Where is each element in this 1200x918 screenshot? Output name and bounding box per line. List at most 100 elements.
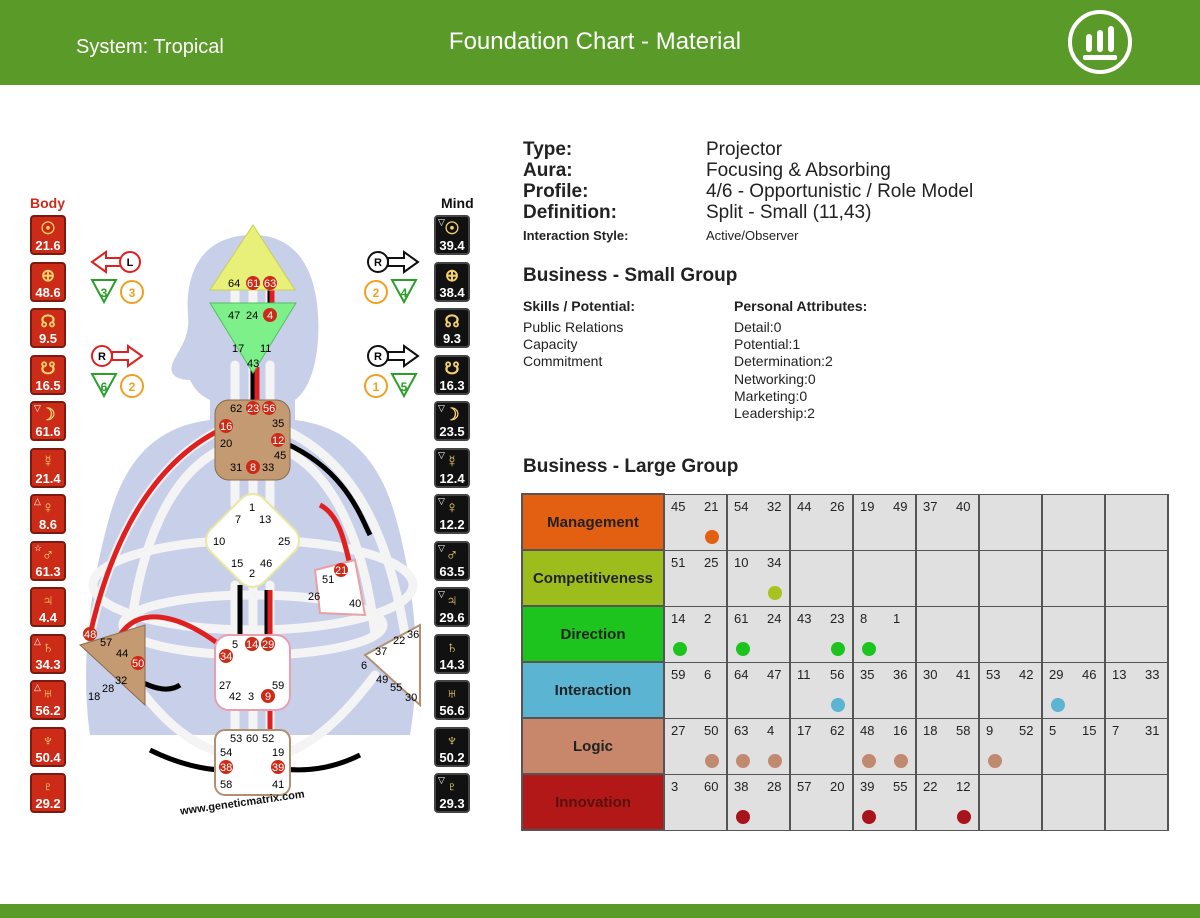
gate-pair-cell — [978, 549, 1043, 607]
gate: 45 — [274, 450, 286, 462]
svg-text:6: 6 — [101, 380, 108, 394]
planet-gate-value: 50.2 — [439, 749, 465, 765]
gate-number: 63 — [734, 722, 749, 738]
circle-orange-icon — [364, 280, 388, 304]
gate-pair-cell — [978, 773, 1043, 831]
svg-text:R: R — [374, 257, 382, 269]
planet-glyph-icon: ☽ — [444, 405, 460, 424]
planet-gate-value: 4.4 — [38, 610, 58, 625]
triangle-green-icon — [390, 279, 418, 305]
skills-header: Skills / Potential: — [523, 298, 636, 314]
planet-gate-value: 21.4 — [35, 470, 61, 486]
gate-number: 44 — [797, 498, 812, 514]
gate: 14 — [246, 639, 258, 651]
bars-in-circle-icon[interactable] — [1068, 10, 1132, 74]
planet-gate-value: 21.6 — [35, 238, 61, 253]
planet-glyph-icon: ♀ — [445, 498, 459, 517]
gate-number: 38 — [734, 778, 749, 794]
body-planet-box: ☉21.6 — [30, 215, 66, 255]
circle-orange-icon — [364, 374, 388, 398]
throat-center — [214, 399, 291, 481]
gate-pair-cell — [915, 605, 980, 663]
svg-text:3: 3 — [101, 286, 108, 300]
active-dot-icon — [862, 809, 876, 824]
gate: 5 — [232, 639, 238, 651]
gate-pair-cell: 48 16 — [852, 717, 917, 775]
body-planet-box: ⊕48.6 — [30, 261, 66, 302]
planet-glyph-icon: ♆ — [41, 730, 55, 750]
gate: 17 — [232, 343, 244, 355]
planet-marker-icon: ▽ — [438, 542, 445, 553]
gate-number: 34 — [767, 554, 782, 570]
planet-glyph-icon: ☊ — [40, 312, 56, 331]
mind-column-header: Mind — [441, 195, 474, 211]
body-planet-box: ▽☽61.6 — [30, 401, 66, 441]
planet-gate-value: 29.3 — [439, 796, 465, 811]
planet-glyph-icon: ☉ — [444, 219, 460, 238]
planet-marker-icon: ▽ — [34, 403, 41, 413]
active-dot-icon — [957, 809, 971, 824]
planet-glyph-icon: ♄ — [445, 637, 459, 657]
definition-label: Definition: — [523, 202, 617, 223]
body-planet-box: ☿21.4 — [30, 447, 66, 488]
type-label: Type: — [523, 139, 573, 160]
body-planet-box: ☊9.5 — [30, 308, 66, 348]
gate-pair-cell — [789, 549, 854, 607]
gate-pair-cell — [1104, 605, 1169, 663]
gate-number: 13 — [1112, 666, 1127, 682]
gate-number: 23 — [830, 610, 845, 626]
gate: 64 — [228, 278, 240, 290]
active-dot-icon — [894, 753, 908, 768]
mind-planet-box: ▽☽23.5 — [434, 401, 470, 441]
gate: 2 — [249, 568, 255, 580]
system-label: System: Tropical — [76, 36, 224, 58]
gate: 31 — [230, 462, 242, 474]
gate-number: 43 — [797, 610, 812, 626]
planet-glyph-icon: ♂ — [41, 544, 55, 564]
right-arrow-bottom-icon: R — [367, 344, 420, 368]
attribute-item: Detail:0 — [734, 319, 782, 335]
gate-pair-cell — [1104, 493, 1169, 551]
gate: 35 — [272, 418, 284, 430]
gate-number: 19 — [860, 498, 875, 514]
gate: 50 — [132, 658, 144, 670]
gate: 44 — [116, 648, 128, 660]
planet-glyph-icon: ⊕ — [40, 265, 56, 285]
gate-number: 48 — [860, 722, 875, 738]
svg-text:5: 5 — [401, 380, 408, 394]
planet-glyph-icon: ♂ — [445, 544, 459, 564]
gate-number: 33 — [1145, 666, 1160, 682]
active-dot-icon — [988, 753, 1002, 768]
gate-number: 22 — [923, 778, 938, 794]
gate: 54 — [220, 747, 232, 759]
left-arrow-top-icon: L — [90, 250, 141, 274]
attribute-item: Determination:2 — [734, 353, 833, 369]
gate-number: 28 — [767, 778, 782, 794]
planet-glyph-icon: ⊕ — [444, 265, 460, 285]
planet-gate-value: 39.4 — [439, 238, 465, 253]
planet-glyph-icon: ♇ — [41, 777, 55, 796]
header-bar: System: Tropical Foundation Chart - Mate… — [0, 0, 1200, 85]
body-planet-box: ☆♂61.3 — [30, 540, 66, 581]
category-label: Competitiveness — [521, 549, 665, 607]
body-planet-box: ☋16.5 — [30, 354, 66, 395]
aura-label: Aura: — [523, 160, 573, 181]
gate: 19 — [272, 747, 284, 759]
gate-number: 16 — [893, 722, 908, 738]
skill-item: Commitment — [523, 353, 603, 369]
attribute-item: Marketing:0 — [734, 388, 808, 404]
active-dot-icon — [831, 697, 845, 712]
gate: 4 — [267, 310, 273, 322]
gate-number: 11 — [797, 666, 811, 682]
planet-gate-value: 63.5 — [439, 563, 465, 579]
page-title: Foundation Chart - Material — [448, 28, 742, 55]
ajna-center — [209, 302, 297, 374]
